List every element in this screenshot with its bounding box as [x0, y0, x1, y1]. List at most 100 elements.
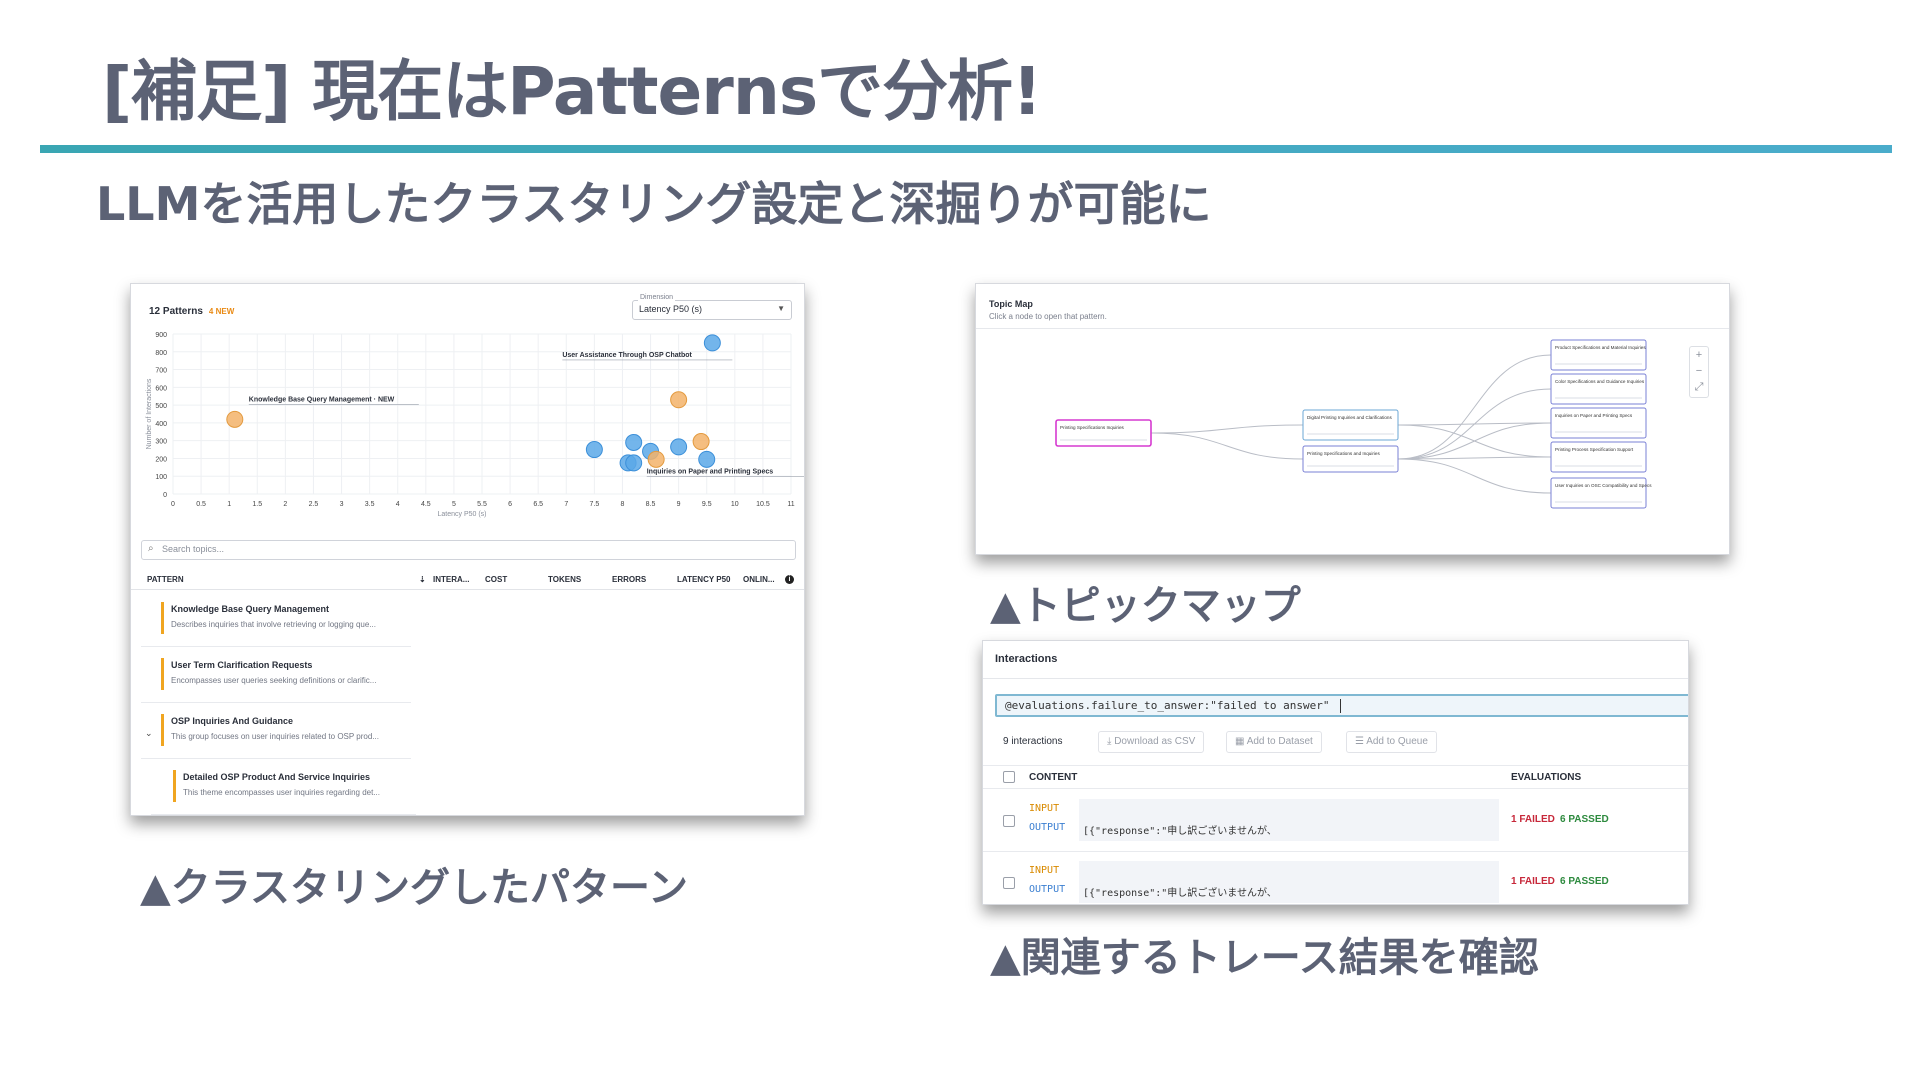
title-divider [40, 145, 1892, 153]
data-point [692, 433, 710, 451]
pattern-row[interactable]: Detailed OSP Product And Service Inquiri… [151, 760, 416, 815]
row-checkbox[interactable] [1003, 815, 1015, 827]
col-tokens[interactable]: TOKENS [548, 575, 582, 584]
col-online[interactable]: ONLIN... [743, 575, 775, 584]
slide-title: [補足] 現在はPatternsで分析! [102, 53, 1042, 130]
y-tick-label: 200 [155, 456, 167, 463]
pattern-indicator [161, 602, 164, 634]
table-row[interactable]: INPUT OUTPUT [{"response":"申し訳ございませんが、 1… [983, 790, 1688, 852]
graph-node-label: User Inquiries on OSC Compatibility and … [1555, 483, 1652, 488]
output-label: OUTPUT [1029, 884, 1066, 895]
pattern-title: OSP Inquiries And Guidance [171, 716, 294, 726]
add-to-dataset-button[interactable]: ▦ Add to Dataset [1226, 731, 1322, 753]
x-tick-label: 0.5 [196, 501, 206, 508]
x-tick-label: 6.5 [533, 501, 543, 508]
sort-icon[interactable]: ⇣ [419, 575, 426, 584]
new-badge: 4 NEW [208, 307, 235, 316]
x-tick-label: 2.5 [309, 501, 319, 508]
download-icon: ⤓ [1107, 736, 1115, 747]
content-preview [1079, 799, 1499, 841]
output-label: OUTPUT [1029, 822, 1066, 833]
pattern-row[interactable]: Knowledge Base Query Management Describe… [141, 592, 411, 647]
annotation-label: Knowledge Base Query Management · NEW [249, 396, 395, 403]
col-interactions[interactable]: INTERA... [433, 575, 470, 584]
select-all-checkbox[interactable] [1003, 771, 1015, 783]
y-tick-label: 100 [155, 474, 167, 481]
col-errors[interactable]: ERRORS [612, 575, 647, 584]
pattern-title: User Term Clarification Requests [171, 660, 313, 670]
chevron-down-icon: ▼ [777, 304, 785, 313]
interactions-title: Interactions [995, 653, 1058, 665]
graph-node-label: Color Specifications and Guidance Inquir… [1555, 379, 1645, 384]
slide-subtitle: LLMを活用したクラスタリング設定と深掘りが可能に [96, 177, 1212, 231]
y-tick-label: 500 [155, 403, 167, 410]
caption-patterns: ▲クラスタリングしたパターン [140, 865, 688, 911]
x-tick-label: 4 [396, 501, 400, 508]
pattern-row[interactable]: User Term Clarification Requests Encompa… [141, 648, 411, 703]
topic-map-panel: Topic Map Click a node to open that patt… [975, 283, 1730, 555]
graph-node [1055, 419, 1152, 447]
x-tick-label: 2 [283, 501, 287, 508]
pattern-desc: This group focuses on user inquiries rel… [171, 732, 379, 741]
graph-edge [1397, 456, 1552, 460]
pattern-indicator [173, 770, 176, 802]
topic-map-subtitle: Click a node to open that pattern. [989, 312, 1107, 321]
x-tick-label: 7.5 [589, 501, 599, 508]
col-cost[interactable]: COST [485, 575, 508, 584]
graph-edge [1150, 432, 1304, 460]
interactions-panel: Interactions @evaluations.failure_to_ans… [982, 640, 1689, 905]
divider [976, 328, 1729, 329]
pattern-title: Knowledge Base Query Management [171, 604, 330, 614]
query-text: @evaluations.failure_to_answer:"failed t… [1005, 699, 1330, 712]
x-tick-label: 6 [508, 501, 512, 508]
graph-node-label: Digital Printing Inquiries and Clarifica… [1307, 415, 1392, 420]
annotation-label: Inquiries on Paper and Printing Specs [647, 468, 774, 475]
pattern-row[interactable]: ⌄ OSP Inquiries And Guidance This group … [141, 704, 411, 759]
caption-topic-map: ▲トピックマップ [990, 583, 1301, 629]
topic-map-title: Topic Map [989, 299, 1033, 309]
add-to-queue-button[interactable]: ☰ Add to Queue [1346, 731, 1437, 753]
data-point [625, 454, 643, 472]
x-tick-label: 5.5 [477, 501, 487, 508]
passed-badge: 6 PASSED [1560, 814, 1609, 825]
graph-node-label: Product Specifications and Material Inqu… [1555, 345, 1646, 350]
x-tick-label: 9 [677, 501, 681, 508]
zoom-out-icon[interactable]: − [1695, 365, 1703, 377]
graph-node [1550, 441, 1647, 473]
output-value: [{"response":"申し訳ございませんが、 [1083, 826, 1277, 837]
pattern-indicator [161, 714, 164, 746]
search-placeholder: Search topics... [162, 544, 225, 554]
content-preview [1079, 861, 1499, 903]
data-point [585, 441, 603, 459]
col-pattern[interactable]: PATTERN [147, 575, 184, 584]
chevron-down-icon[interactable]: ⌄ [145, 728, 153, 738]
graph-node [1550, 339, 1647, 371]
list-icon: ☰ [1355, 736, 1367, 747]
dimension-select[interactable]: Dimension Latency P50 (s) ▼ [632, 294, 792, 320]
interactions-table-header: CONTENT EVALUATIONS [983, 765, 1688, 789]
query-input[interactable]: @evaluations.failure_to_answer:"failed t… [995, 694, 1688, 717]
fit-view-icon[interactable]: ⤢ [1694, 381, 1704, 393]
graph-edge [1397, 422, 1552, 426]
download-csv-button[interactable]: ⤓ Download as CSV [1098, 731, 1205, 753]
failed-badge: 1 FAILED [1511, 876, 1555, 887]
passed-badge: 6 PASSED [1560, 876, 1609, 887]
pattern-desc: Encompasses user queries seeking definit… [171, 676, 377, 685]
x-tick-label: 8.5 [646, 501, 656, 508]
graph-edge [1397, 458, 1552, 494]
y-tick-label: 300 [155, 439, 167, 446]
search-topics-input[interactable]: ⌕ Search topics... [141, 540, 796, 560]
row-checkbox[interactable] [1003, 877, 1015, 889]
x-tick-label: 1 [227, 501, 231, 508]
zoom-in-icon[interactable]: + [1695, 349, 1703, 361]
graph-node-label: Printing Specifications Inquiries [1060, 425, 1125, 430]
graph-node-label: Inquiries on Paper and Printing Specs [1555, 413, 1633, 418]
graph-node [1550, 407, 1647, 439]
dimension-value: Latency P50 (s) [639, 304, 703, 314]
info-icon[interactable]: i [785, 574, 794, 584]
annotation-label: User Assistance Through OSP Chatbot [562, 352, 692, 359]
topic-map-graph[interactable]: Printing Specifications Inquiries Digital… [976, 328, 1730, 555]
col-latency[interactable]: LATENCY P50 [677, 575, 731, 584]
data-point [670, 391, 688, 409]
table-row[interactable]: INPUT OUTPUT [{"response":"申し訳ございませんが、 1… [983, 852, 1688, 904]
